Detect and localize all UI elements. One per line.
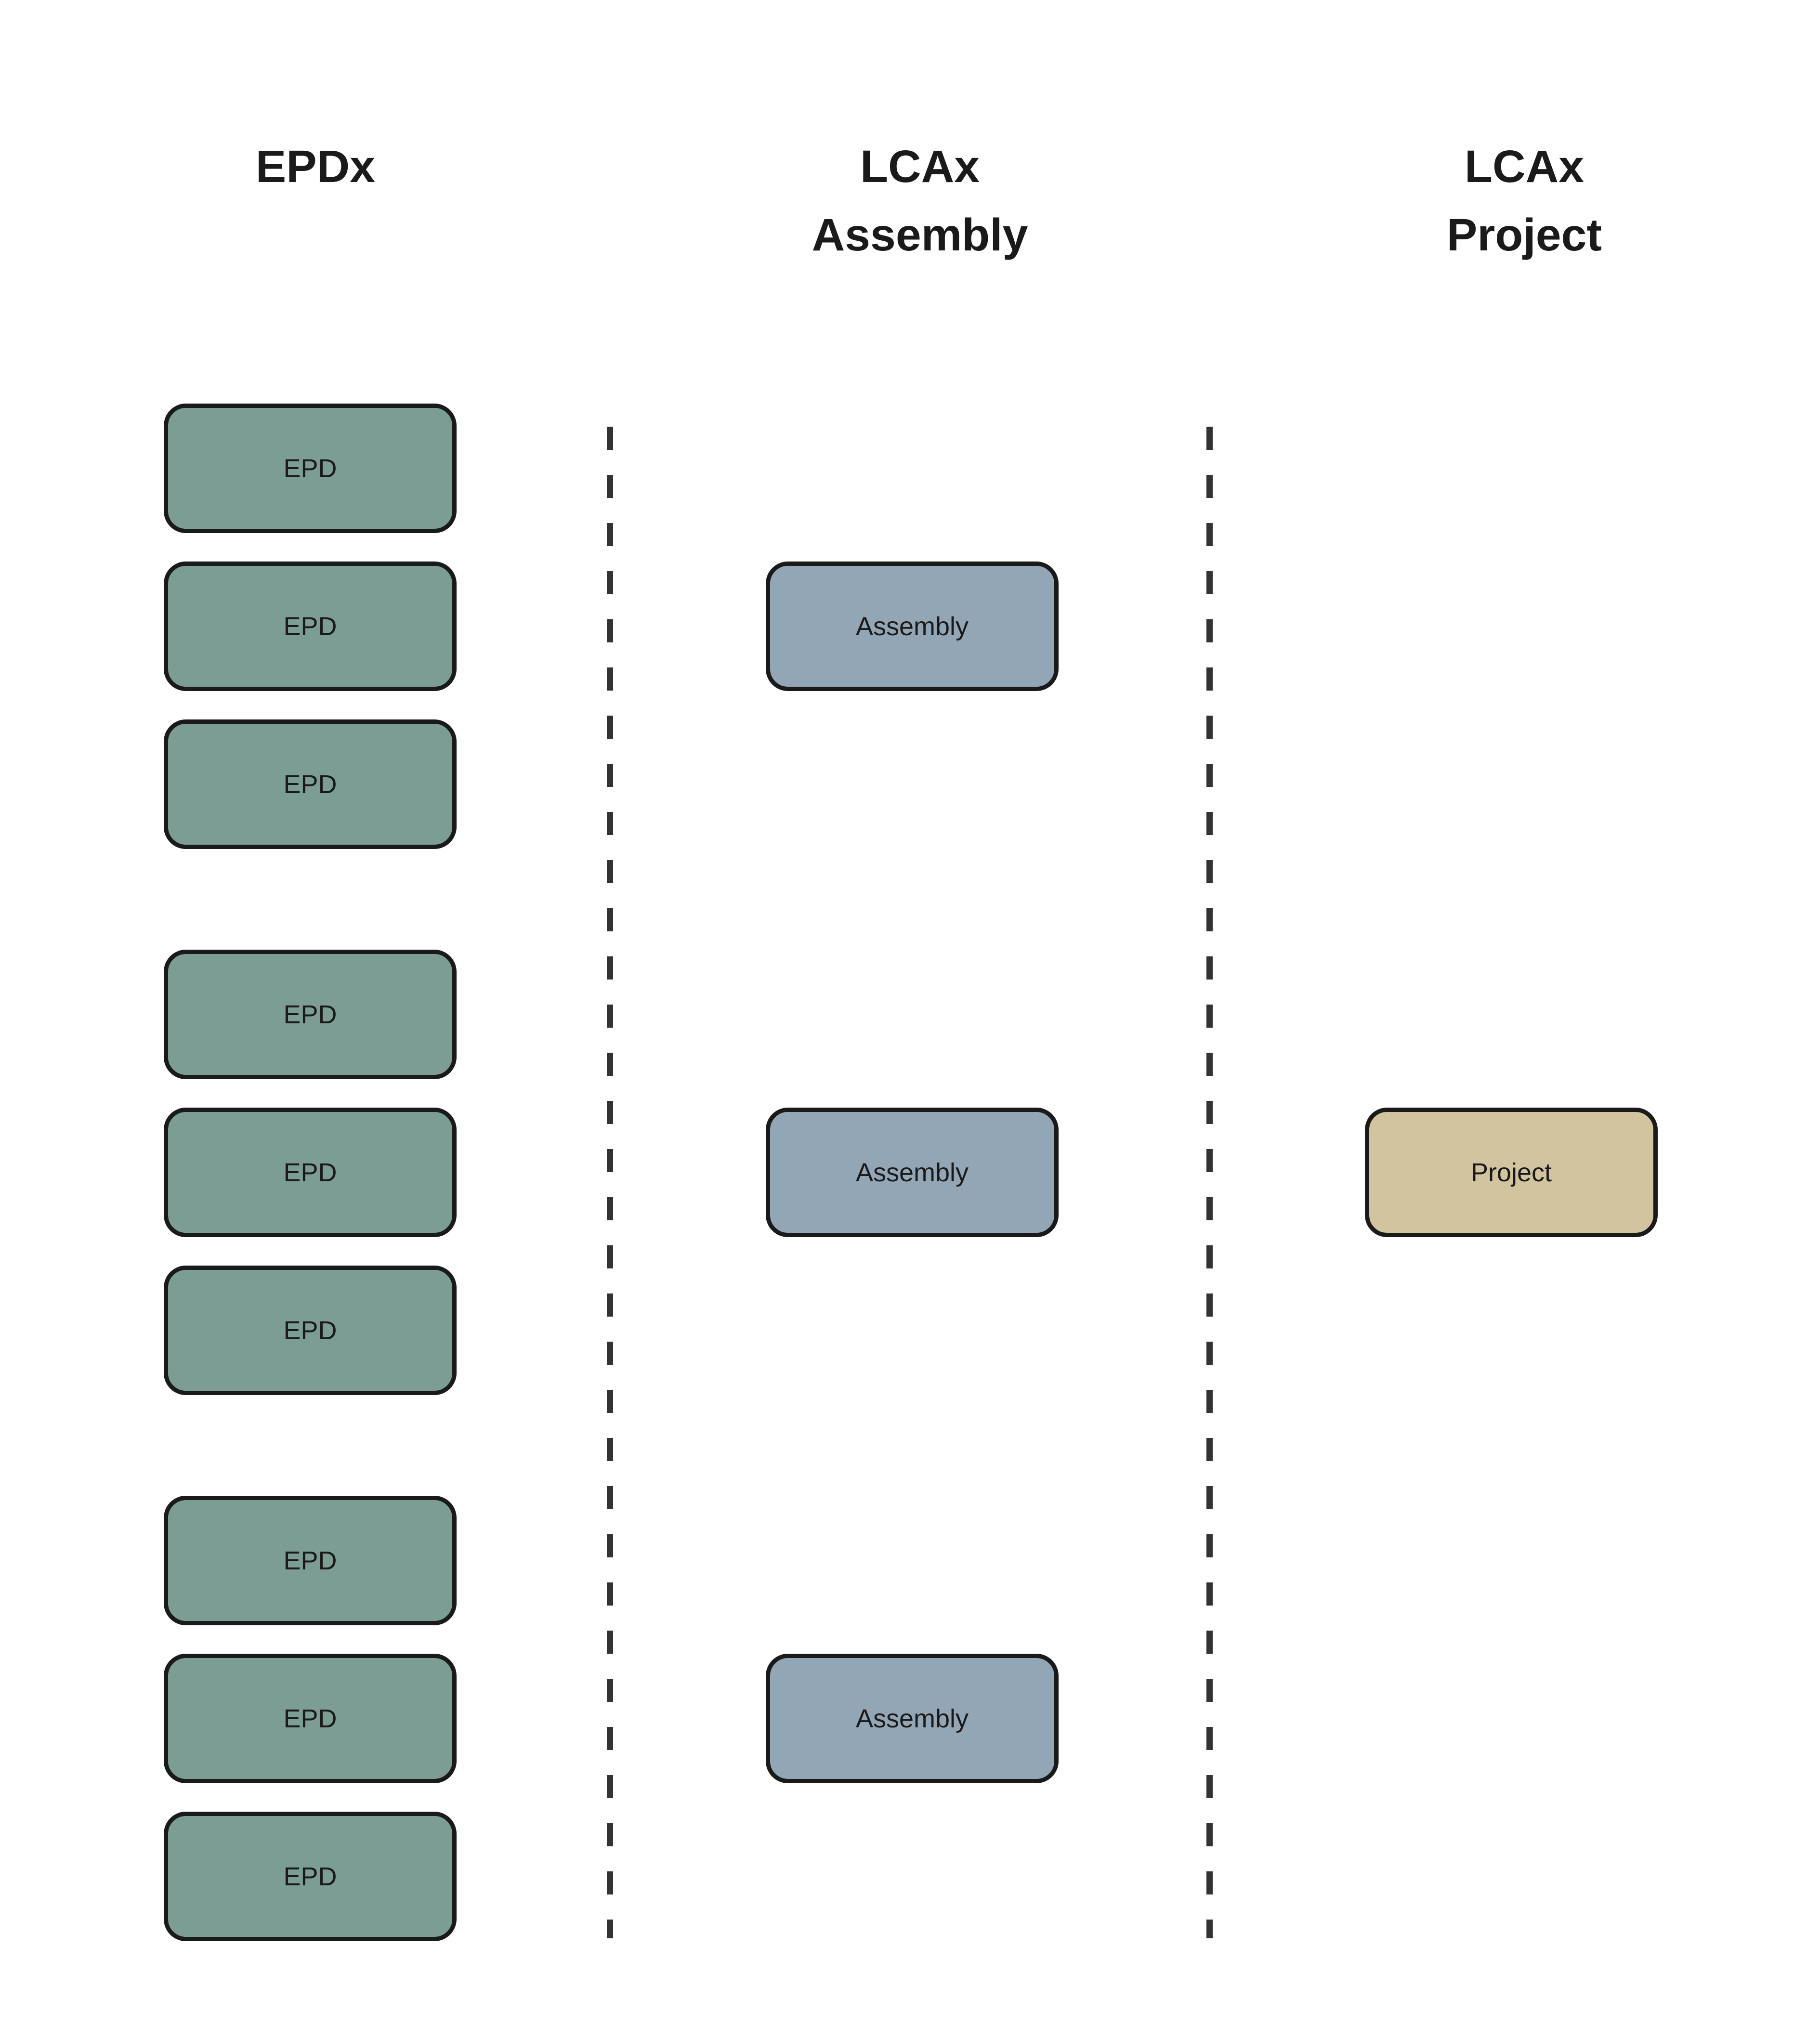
column-header-epdx: EPDx — [256, 132, 375, 201]
column-separator-1 — [607, 427, 613, 1938]
column-header-lcax-project: LCAx Project — [1447, 132, 1602, 269]
epd-box-9: EPD — [164, 1812, 457, 1941]
assembly-box-3: Assembly — [766, 1654, 1059, 1783]
epd-box-6: EPD — [164, 1266, 457, 1395]
epd-box-1: EPD — [164, 404, 457, 533]
epd-box-5: EPD — [164, 1108, 457, 1237]
epd-box-7: EPD — [164, 1496, 457, 1625]
epd-box-3: EPD — [164, 719, 457, 849]
assembly-box-1: Assembly — [766, 562, 1059, 691]
column-header-epdx-line1: EPDx — [255, 141, 376, 192]
assembly-box-2: Assembly — [766, 1108, 1059, 1237]
epd-box-2: EPD — [164, 562, 457, 691]
column-header-lcax-assembly-line1: LCAx — [860, 141, 980, 192]
column-header-lcax-project-line1: LCAx — [1464, 141, 1584, 192]
column-header-lcax-project-line2: Project — [1446, 209, 1602, 261]
column-header-lcax-assembly-line2: Assembly — [812, 209, 1028, 261]
column-header-lcax-assembly: LCAx Assembly — [812, 132, 1028, 269]
column-separator-2 — [1206, 427, 1213, 1938]
epd-box-8: EPD — [164, 1654, 457, 1783]
project-box-1: Project — [1365, 1108, 1658, 1237]
epd-box-4: EPD — [164, 950, 457, 1079]
